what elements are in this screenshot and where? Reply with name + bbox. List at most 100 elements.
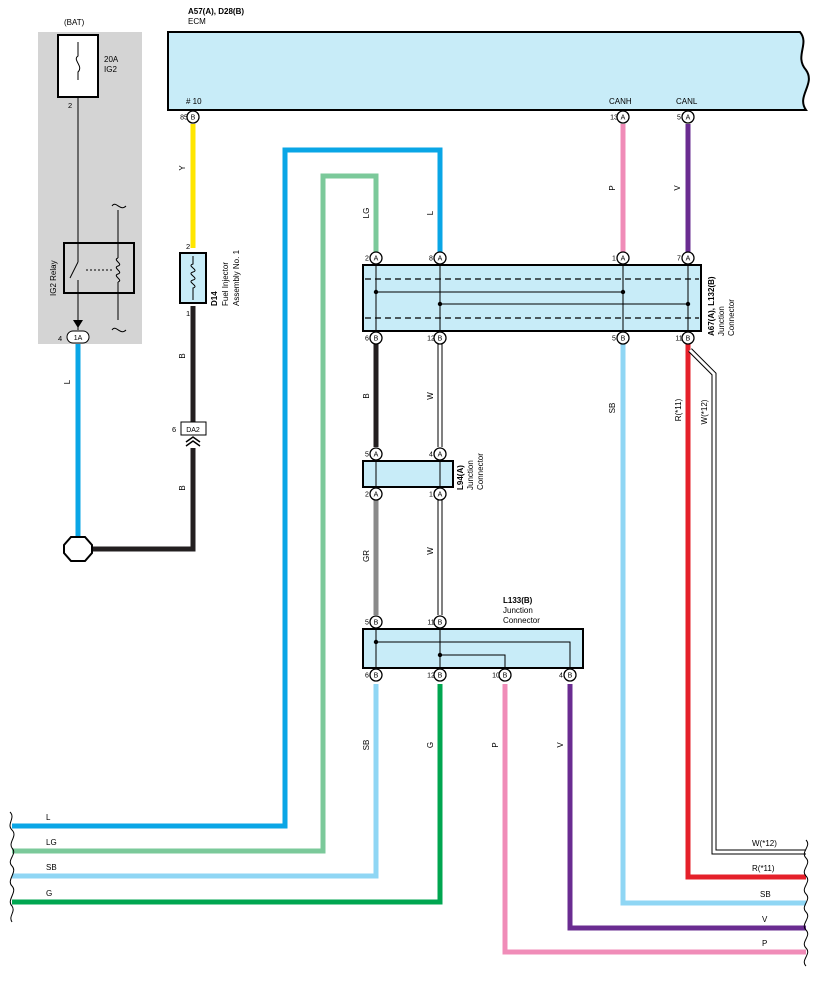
jc-l133-dots xyxy=(373,639,443,658)
exit-label-sb-right: SB xyxy=(760,890,771,899)
injector-code: D14 xyxy=(210,291,219,306)
wire-label-da2-b: B xyxy=(178,485,187,490)
svg-text:2: 2 xyxy=(365,256,369,263)
da2-chevron-1 xyxy=(185,436,201,443)
svg-text:85: 85 xyxy=(180,115,188,122)
svg-text:12: 12 xyxy=(427,336,435,343)
jc-l133-code: L133(B) xyxy=(503,596,533,605)
svg-text:1: 1 xyxy=(612,256,616,263)
wire-sb-left xyxy=(12,684,379,879)
svg-text:11: 11 xyxy=(427,620,434,627)
exit-label-lg: LG xyxy=(46,838,57,847)
injector-pin-top: 2 xyxy=(186,242,190,251)
wire-label-jc-w: W xyxy=(426,392,435,400)
exit-label-l: L xyxy=(46,813,51,822)
injector-pin-bottom: 1 xyxy=(186,309,190,318)
wire-label-jc-l: L xyxy=(426,210,435,215)
bat-label: (BAT) xyxy=(64,18,85,27)
jc-l133-name-2: Connector xyxy=(503,616,540,625)
wire-label-l133-g: G xyxy=(426,742,435,748)
svg-text:B: B xyxy=(686,336,691,343)
exit-label-w12: W(*12) xyxy=(752,839,777,848)
wire-label-jc-r: R(*11) xyxy=(674,398,683,421)
svg-text:B: B xyxy=(374,620,379,627)
wire-p-right xyxy=(502,684,806,955)
jc-l94-top-pin-5: A5 xyxy=(365,447,383,461)
ground-symbol xyxy=(63,536,93,562)
ecm-canl-badge: A5 xyxy=(677,110,695,124)
wire-r-right xyxy=(685,344,806,880)
ecm-canh-badge: A13 xyxy=(610,110,630,124)
jc-l133-name-1: Junction xyxy=(503,606,533,615)
fuse-symbol xyxy=(75,42,81,80)
right-break-marks xyxy=(803,839,809,967)
ecm-box xyxy=(167,31,810,111)
jc-a67-name-2: Connector xyxy=(727,299,736,336)
wire-b-ground xyxy=(85,448,196,552)
left-break-marks xyxy=(9,811,15,923)
jc-a67-top-pin-7: A7 xyxy=(677,251,695,265)
svg-text:8: 8 xyxy=(429,256,433,263)
injector-coil xyxy=(190,256,196,300)
relay-label: IG2 Relay xyxy=(49,260,58,296)
svg-text:2: 2 xyxy=(365,492,369,499)
jc-a67-top-pin-8: A8 xyxy=(429,251,447,265)
svg-text:4: 4 xyxy=(429,452,433,459)
svg-text:5: 5 xyxy=(677,115,681,122)
svg-text:A: A xyxy=(374,492,379,499)
wire-label-l94-w: W xyxy=(426,547,435,555)
exit-label-v-right: V xyxy=(762,915,768,924)
jc-l94-name-1: Junction xyxy=(466,460,475,490)
ecm-pin10-label: # 10 xyxy=(186,97,202,106)
exit-label-g: G xyxy=(46,889,52,898)
svg-text:12: 12 xyxy=(427,673,435,680)
exit-label-sb-left: SB xyxy=(46,863,57,872)
svg-text:B: B xyxy=(503,673,508,680)
relay-pin-num: 4 xyxy=(58,334,62,343)
jc-l94-bottom-pin-1: A1 xyxy=(429,487,447,501)
wire-label-l133-sb: SB xyxy=(362,740,371,751)
relay-connector-label: 1A xyxy=(74,335,83,342)
svg-text:A: A xyxy=(686,256,691,263)
svg-text:B: B xyxy=(568,673,573,680)
jc-l133-bottom-pin-12: B12 xyxy=(427,668,447,682)
ecm-pin10-badge: B85 xyxy=(180,110,200,124)
jc-a67-bottom-pin-11: B11 xyxy=(675,331,695,345)
svg-text:A: A xyxy=(374,256,379,263)
wire-l-loop xyxy=(12,147,443,829)
fuse-amps: 20A xyxy=(104,55,119,64)
fuse-name: IG2 xyxy=(104,65,117,74)
relay-box xyxy=(63,242,135,294)
wire-label-inj-b: B xyxy=(178,353,187,358)
svg-text:A: A xyxy=(438,256,443,263)
jc-a67-top-pin-2: A2 xyxy=(365,251,383,265)
wire-w-right-fill xyxy=(688,348,806,854)
jc-l94-top-pin-4: A4 xyxy=(429,447,447,461)
jc-l133-top-pin-5: B5 xyxy=(365,615,383,629)
jc-a67-top-pin-1: A1 xyxy=(612,251,630,265)
exit-label-p-right: P xyxy=(762,939,767,948)
wire-label-inj-y: Y xyxy=(178,165,187,171)
svg-text:6: 6 xyxy=(365,673,369,680)
relay-switch xyxy=(69,261,79,279)
svg-text:A: A xyxy=(621,115,626,122)
svg-text:A: A xyxy=(374,452,379,459)
wire-sb-right xyxy=(620,344,806,906)
svg-text:B: B xyxy=(438,673,443,680)
relay-pin-arrow xyxy=(73,320,83,328)
jc-a67-name-1: Junction xyxy=(717,306,726,336)
relay-coil xyxy=(115,257,121,283)
da2-badge xyxy=(180,421,207,436)
wire-label-jc-p: P xyxy=(608,185,617,190)
wire-lg-loop xyxy=(12,173,379,854)
wire-label-jc-sb: SB xyxy=(608,403,617,414)
wire-label-l133-v: V xyxy=(556,742,565,748)
svg-text:5: 5 xyxy=(612,336,616,343)
svg-text:5: 5 xyxy=(365,620,369,627)
svg-text:6: 6 xyxy=(365,336,369,343)
svg-text:A: A xyxy=(438,492,443,499)
relay-wave-top xyxy=(111,203,127,209)
da2-chevron-2 xyxy=(185,440,201,447)
svg-text:B: B xyxy=(438,620,443,627)
